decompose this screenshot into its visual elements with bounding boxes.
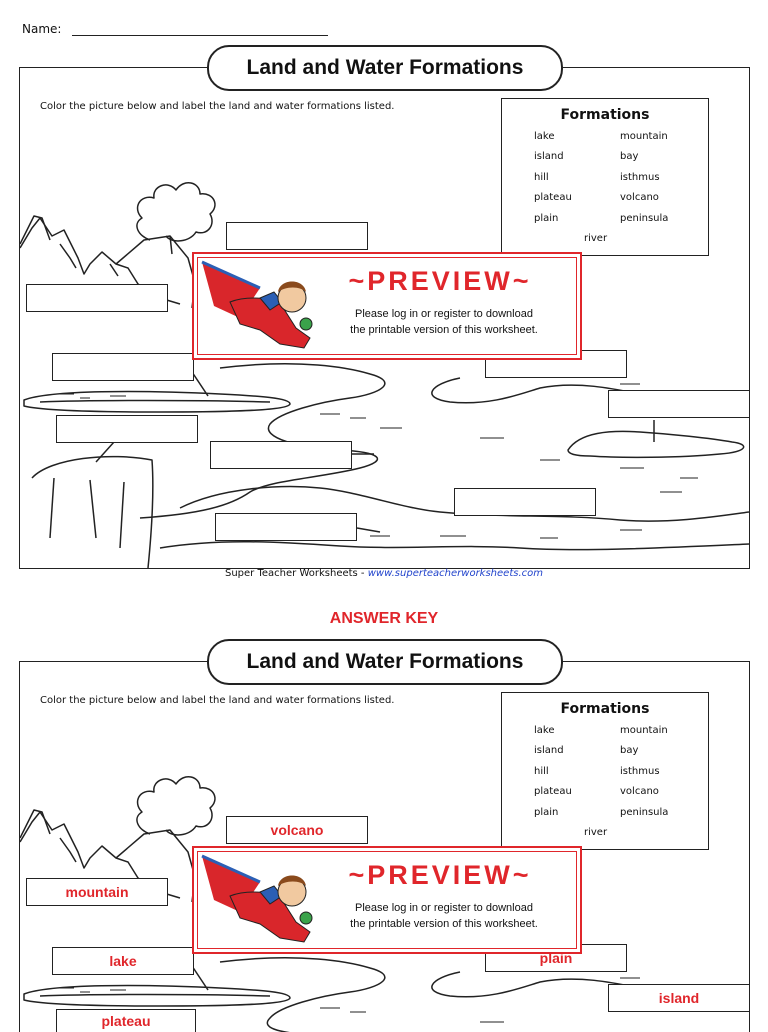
formation-item: lake [534,131,555,142]
formation-item: volcano [620,192,659,203]
formation-item: lake [534,725,555,736]
label-box[interactable] [26,284,168,312]
formation-item: mountain [620,725,668,736]
label-box[interactable] [52,353,194,381]
answer-label-mountain: mountain [26,878,168,906]
answer-label-volcano: volcano [226,816,368,844]
instructions: Color the picture below and label the la… [40,101,395,112]
answer-key-title: Land and Water Formations [207,639,563,685]
smoke-cloud-shape [136,776,216,836]
formation-item: hill [534,172,549,183]
formation-item: plain [534,807,559,818]
formation-item: island [534,745,564,756]
formation-item: mountain [620,131,668,142]
label-box[interactable] [454,488,596,516]
superhero-mascot-icon [201,260,313,349]
lake-shape [23,390,291,413]
footer: Super Teacher Worksheets - www.superteac… [0,568,768,579]
mountain-shape [20,215,51,245]
preview-message: Please log in or register to download th… [350,308,538,336]
preview-title: ~PREVIEW~ [348,266,532,296]
label-box[interactable] [56,415,198,443]
formations-box: Formations lake island hill plateau plai… [501,98,709,256]
instructions: Color the picture below and label the la… [40,695,395,706]
worksheet-title: Land and Water Formations [207,45,563,91]
formations-heading: Formations [560,107,650,123]
formations-heading: Formations [560,701,650,717]
formation-item: river [584,233,608,244]
arrow [191,371,209,397]
answer-key-panel: Color the picture below and label the la… [19,661,750,1032]
footer-link[interactable]: www.superteacherworksheets.com [367,568,543,579]
river-shape [219,957,386,1032]
formation-item: plateau [534,786,572,797]
worksheet-panel: Color the picture below and label the la… [19,67,750,569]
formation-item: plain [534,213,559,224]
formation-item: bay [620,745,639,756]
name-line[interactable] [72,35,328,36]
preview-message: Please log in or register to download th… [350,902,538,930]
formation-item: isthmus [620,172,660,183]
arrow [191,965,209,991]
answer-label-island: island [608,984,749,1012]
answer-label-lake: lake [52,947,194,975]
label-box[interactable] [226,222,368,250]
label-box[interactable] [215,513,357,541]
river-shape [139,363,386,519]
formation-item: peninsula [620,807,669,818]
formation-item: peninsula [620,213,669,224]
plateau-shape [31,455,154,568]
formation-item: volcano [620,786,659,797]
formation-item: bay [620,151,639,162]
formations-box: Formations lake island hill plateau plai… [501,692,709,850]
smoke-cloud-shape [136,182,216,242]
answer-label-plateau: plateau [56,1009,196,1032]
answer-key-heading: ANSWER KEY [329,610,439,627]
arrow [356,527,381,533]
formation-item: river [584,827,608,838]
formation-item: island [534,151,564,162]
name-label: Name: [22,22,62,36]
island-shape [567,430,745,459]
preview-banner[interactable]: ~PREVIEW~ Please log in or register to d… [192,252,582,360]
superhero-mascot-icon [201,854,313,943]
arrow [95,441,115,463]
formation-item: plateau [534,192,572,203]
preview-title: ~PREVIEW~ [348,860,532,890]
label-box[interactable] [210,441,352,469]
preview-banner[interactable]: ~PREVIEW~ Please log in or register to d… [192,846,582,954]
formation-item: hill [534,766,549,777]
lake-shape [23,984,291,1007]
footer-site-name: Super Teacher Worksheets - [225,568,365,579]
label-box[interactable] [608,390,749,418]
formation-item: isthmus [620,766,660,777]
